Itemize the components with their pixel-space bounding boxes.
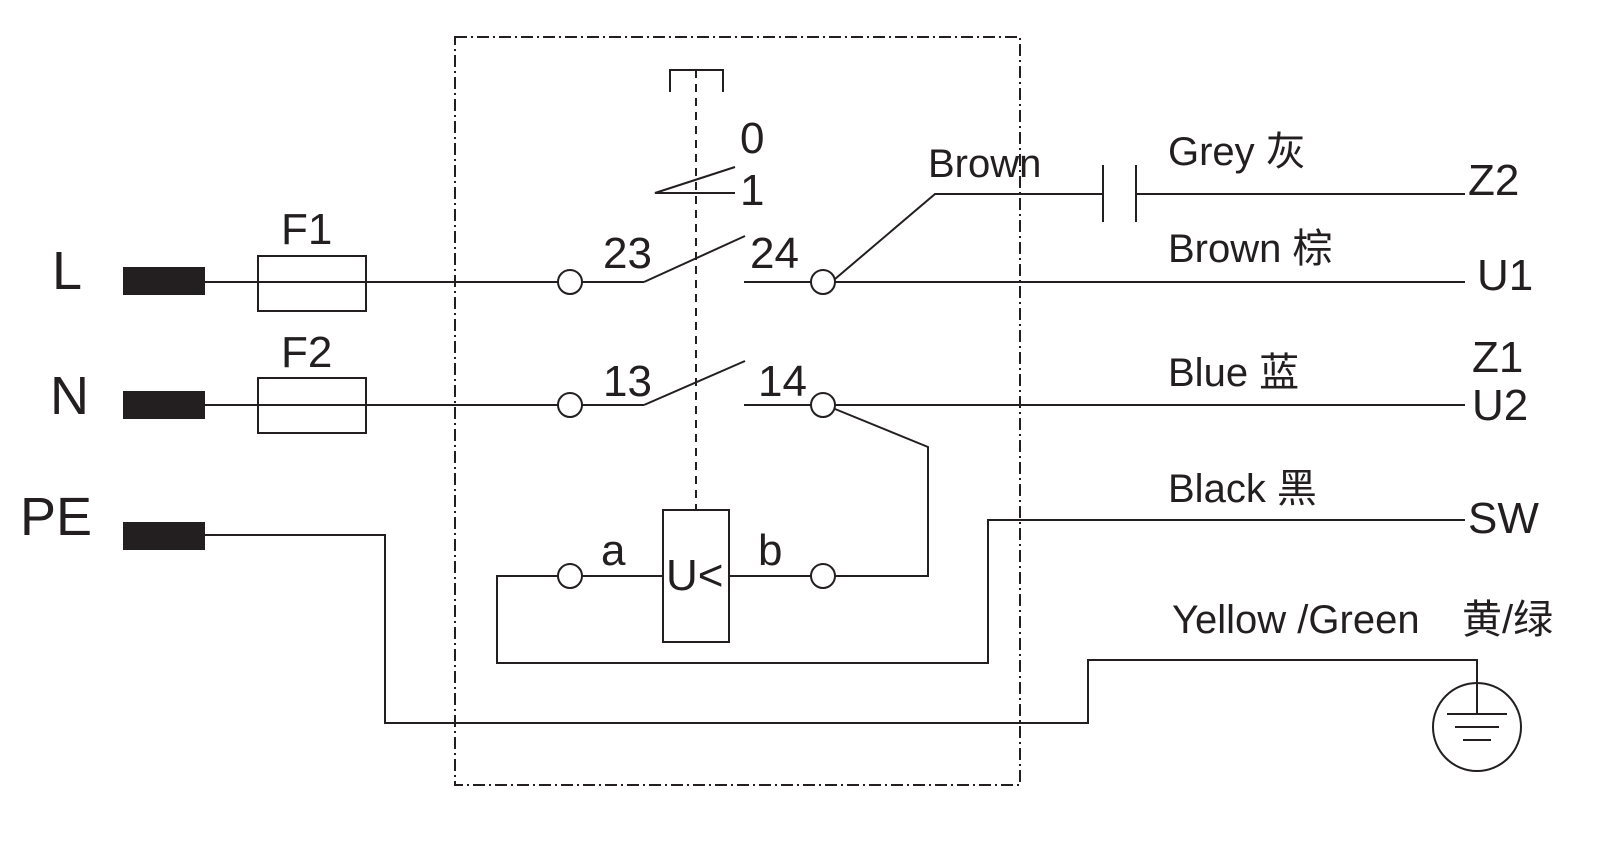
terminal-z2: Z2 [1468,156,1519,205]
label-pe: PE [20,487,92,547]
switch-enclosure [454,36,1021,786]
label-23: 23 [603,229,652,278]
label-n: N [50,366,89,426]
contact-23-blade [643,235,746,283]
plug-pe [123,522,205,550]
position-indicator [654,166,736,194]
label-l: L [52,241,82,301]
terminal-24 [810,269,836,295]
contact-13-blade [643,360,746,406]
terminal-14 [810,392,836,418]
wire-14-to-b [834,408,929,577]
terminal-a [557,563,583,589]
label-brown-top: Brown [928,142,1041,186]
label-13: 13 [603,357,652,406]
plug-n [123,391,205,419]
wire-brown-branch [834,193,1103,280]
terminal-z1: Z1 [1472,333,1523,382]
label-yellow-green: Yellow /Green [1172,598,1420,642]
terminal-13 [557,392,583,418]
label-release: U< [666,551,723,600]
terminal-23 [557,269,583,295]
label-grey: Grey 灰 [1168,130,1306,174]
wire-pe [205,534,1478,724]
label-f2: F2 [281,328,332,377]
label-pos1: 1 [740,166,764,215]
terminal-b [810,563,836,589]
label-blue: Blue 蓝 [1168,351,1299,395]
label-black: Black 黑 [1168,467,1317,511]
label-14: 14 [758,357,807,406]
terminal-u2: U2 [1472,381,1528,430]
terminal-sw: SW [1468,494,1539,543]
label-24: 24 [750,229,799,278]
label-b: b [758,526,782,575]
label-yellow-green-cn: 黄/绿 [1462,598,1553,642]
label-brown: Brown 棕 [1168,227,1333,271]
plug-l [123,267,205,295]
label-f1: F1 [281,205,332,254]
wire-black-sw [496,519,1465,664]
label-a: a [601,526,626,575]
label-pos0: 0 [740,114,764,163]
fuse-f1 [257,255,367,312]
terminal-u1: U1 [1477,251,1533,300]
